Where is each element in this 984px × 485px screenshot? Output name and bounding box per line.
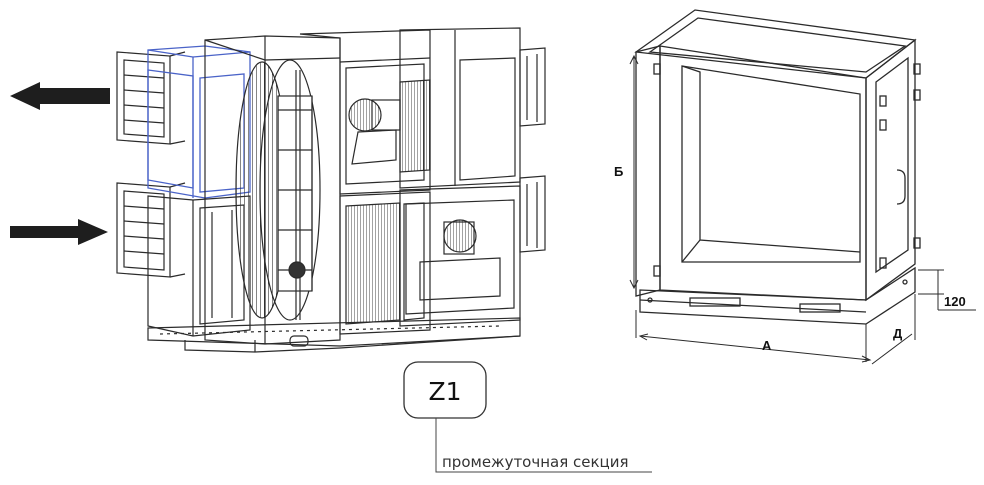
intermediate-section-drawing <box>634 9 921 325</box>
callout-caption: промежуточная секция <box>442 453 629 471</box>
lower-fan-section <box>339 191 431 335</box>
rotary-heat-exchanger <box>204 35 341 345</box>
width-label-a: А <box>762 338 772 353</box>
air-handling-unit <box>10 27 546 353</box>
section-callout: Z1 промежуточная секция <box>403 361 652 473</box>
supply-air-arrow <box>10 219 108 245</box>
callout-badge <box>403 361 487 419</box>
upper-fan-section <box>299 29 431 195</box>
lower-left-section <box>147 195 251 337</box>
callout-code: Z1 <box>428 377 461 406</box>
highlighted-intermediate-section <box>147 45 251 199</box>
depth-label-d: Д <box>893 326 903 341</box>
callout-leader-line <box>435 418 652 473</box>
exhaust-air-arrow <box>10 82 110 110</box>
unit-base-frame <box>147 317 521 353</box>
upper-damper <box>116 51 186 145</box>
dimension-lines <box>629 54 976 365</box>
lower-damper <box>116 182 186 278</box>
right-lower-fan-section <box>399 175 546 327</box>
base-height-label: 120 <box>944 294 966 309</box>
height-label-b: Б <box>614 164 623 179</box>
